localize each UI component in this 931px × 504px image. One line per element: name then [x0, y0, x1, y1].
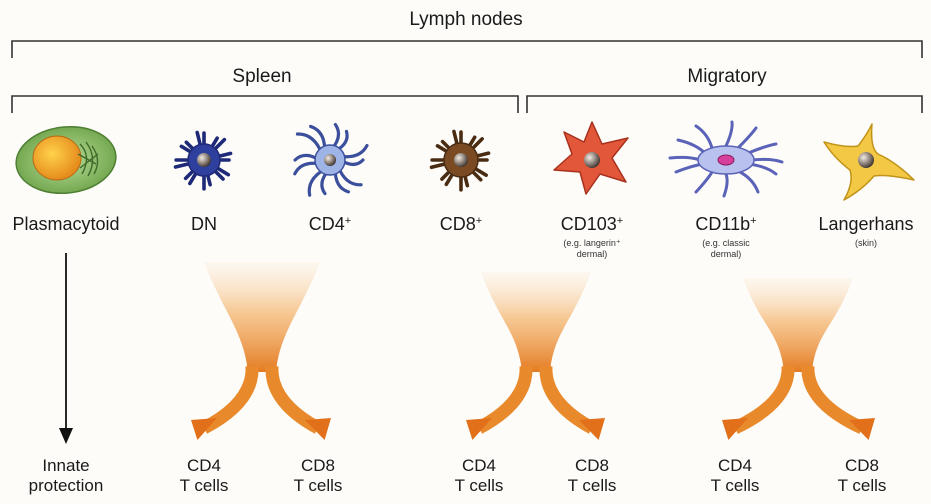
outcome-cd4-t-cells-migratory: CD4 T cells	[711, 456, 760, 497]
outcome-innate-protection: Innate protection	[29, 456, 104, 497]
cd11b-note: (e.g. classic dermal)	[702, 238, 750, 261]
antigen-presentation-arrows	[191, 262, 875, 440]
cell-label-cd103: CD103+	[561, 214, 623, 235]
outcome-cd4-t-cells-spleen: CD4 T cells	[180, 456, 229, 497]
outcome-cd4-t-cells-cd8dc: CD4 T cells	[455, 456, 504, 497]
cell-label-plasmacytoid: Plasmacytoid	[12, 214, 119, 235]
cd8-dendritic-cell-icon	[432, 132, 489, 190]
outcome-cd8-t-cells-spleen: CD8 T cells	[294, 456, 343, 497]
cd103-note: (e.g. langerin⁺ dermal)	[563, 238, 620, 261]
cell-label-cd4: CD4+	[309, 214, 351, 235]
fan-arrow-cd4-cd8-spleen	[191, 262, 331, 440]
langerhans-cell-icon	[824, 124, 914, 200]
spleen-header: Spleen	[232, 66, 291, 88]
cell-label-langerhans: Langerhans	[818, 214, 913, 235]
outcome-cd8-t-cells-migratory: CD8 T cells	[838, 456, 887, 497]
fan-arrow-migratory	[722, 278, 875, 440]
spleen-bracket	[12, 96, 518, 113]
migratory-bracket	[527, 96, 922, 113]
cd103-dendritic-cell-icon	[554, 122, 628, 194]
dn-dendritic-cell-icon	[176, 132, 231, 188]
cd4-dendritic-cell-icon	[295, 125, 367, 196]
outcome-cd8-t-cells-cd103: CD8 T cells	[568, 456, 617, 497]
cd11b-dendritic-cell-icon	[670, 122, 782, 196]
cell-label-dn: DN	[191, 214, 217, 235]
cell-label-cd8: CD8+	[440, 214, 482, 235]
migratory-header: Migratory	[687, 66, 766, 88]
lymph-nodes-bracket	[12, 41, 922, 58]
innate-protection-arrow	[59, 253, 73, 444]
fan-arrow-cd8-dc	[466, 272, 605, 440]
langerhans-note: (skin)	[855, 238, 877, 249]
cell-label-cd11b: CD11b+	[695, 214, 756, 235]
lymph-nodes-header: Lymph nodes	[409, 9, 522, 31]
plasmacytoid-cell-icon	[13, 122, 119, 198]
